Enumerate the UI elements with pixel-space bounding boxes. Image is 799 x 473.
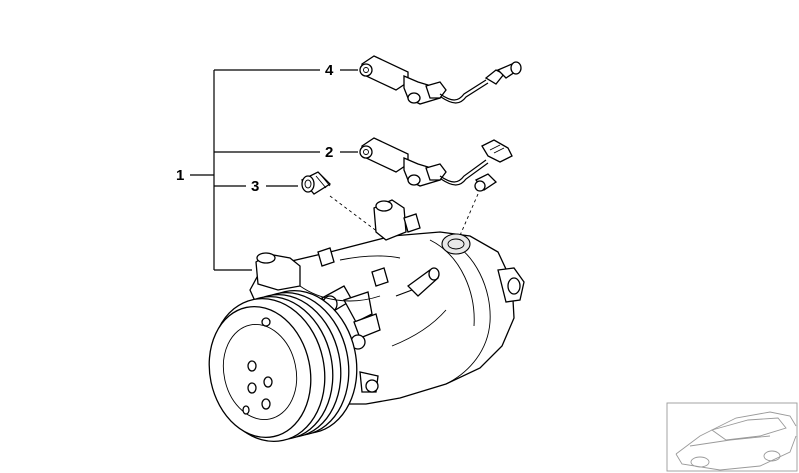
callout-4[interactable]: 4 [325,62,334,79]
leader-lines [190,69,358,271]
valve-part-3[interactable] [300,171,332,195]
vehicle-thumbnail [666,402,798,472]
sensor-part-4[interactable] [359,55,522,105]
callout-3[interactable]: 3 [251,178,259,195]
assembly-line-sensor [457,193,479,241]
callout-1[interactable]: 1 [176,167,184,184]
sensor-part-2[interactable] [359,137,513,192]
pulley-clutch[interactable] [197,280,369,452]
assembly-line-valve [329,195,379,233]
callout-2[interactable]: 2 [325,144,333,161]
